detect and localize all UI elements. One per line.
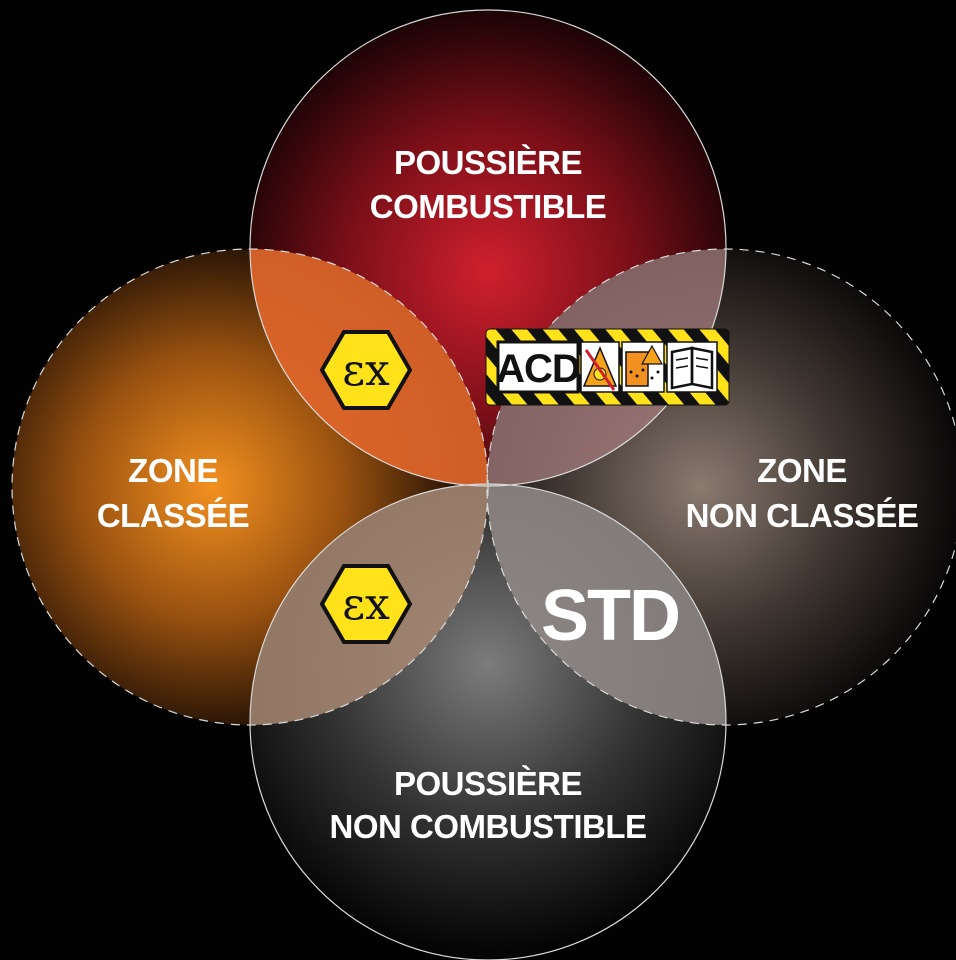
std-label: STD (541, 576, 679, 656)
label-non-combustible-dust-line1: POUSSIÈRE (394, 765, 582, 802)
ex-prohibited-warning-icon (580, 341, 620, 393)
manual-book-icon (666, 341, 718, 393)
label-non-combustible-dust-line2: NON COMBUSTIBLE (330, 808, 647, 845)
acd-label-badge: ACD (485, 328, 730, 406)
outline-left-dashed (11, 248, 489, 726)
label-non-classified-zone-line2: NON CLASSÉE (686, 497, 919, 534)
ex-hexagon-icon: εx (319, 564, 413, 644)
label-classified-zone-line1: ZONE (128, 452, 218, 489)
ex-hexagon-icon: εx (319, 330, 413, 410)
ex-symbol: εx (342, 579, 390, 630)
label-non-classified-zone-line1: ZONE (757, 452, 847, 489)
ex-symbol: εx (342, 345, 390, 396)
label-combustible-dust-line1: POUSSIÈRE (394, 144, 582, 181)
acd-text: ACD (496, 347, 580, 391)
label-combustible-dust-line2: COMBUSTIBLE (370, 188, 607, 225)
outline-right-dashed (486, 248, 956, 726)
label-classified-zone-line2: CLASSÉE (97, 497, 249, 534)
dust-warning-icon (621, 341, 665, 393)
